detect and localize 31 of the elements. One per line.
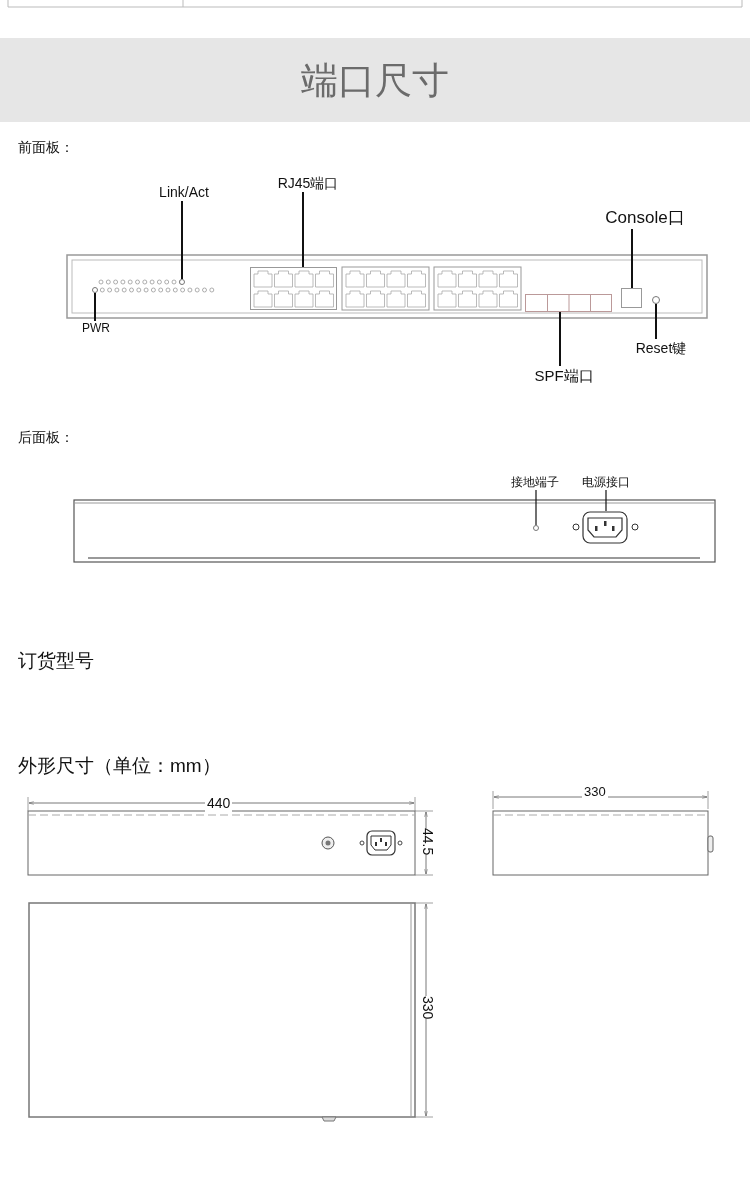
leader-line xyxy=(94,292,96,322)
port-label: Console口 xyxy=(595,207,695,229)
reset-button xyxy=(652,296,660,304)
port-label: SPF端口 xyxy=(531,366,597,386)
led-indicator xyxy=(179,279,185,285)
dimension-value: 330 xyxy=(582,784,608,800)
button-label: Reset键 xyxy=(629,339,693,357)
terminal-label: 接地端子 xyxy=(508,474,562,490)
sfp-port-block xyxy=(525,294,612,312)
leader-line xyxy=(181,200,183,280)
section-heading: 订货型号 xyxy=(18,650,94,673)
leader-line xyxy=(302,191,304,268)
leader-line xyxy=(559,311,561,367)
led-label: PWR xyxy=(81,321,111,336)
dimension-value: 440 xyxy=(205,795,233,812)
panel-caption: 后面板： xyxy=(18,430,74,447)
rj45-port-block xyxy=(250,267,337,310)
leader-line xyxy=(535,489,537,526)
panel-caption: 前面板： xyxy=(18,140,74,157)
section-heading: 外形尺寸（单位：mm） xyxy=(18,755,221,778)
leader-line xyxy=(631,228,633,289)
port-label: RJ45端口 xyxy=(270,174,346,192)
port-label: 电源接口 xyxy=(579,474,633,490)
led-label: Link/Act xyxy=(150,183,218,201)
leader-line xyxy=(605,489,607,512)
section-title: 端口尺寸 xyxy=(300,60,450,102)
ground-terminal xyxy=(533,525,539,531)
console-port xyxy=(621,288,642,308)
leader-line xyxy=(655,303,657,340)
led-indicator xyxy=(92,287,98,293)
power-socket xyxy=(582,511,628,544)
